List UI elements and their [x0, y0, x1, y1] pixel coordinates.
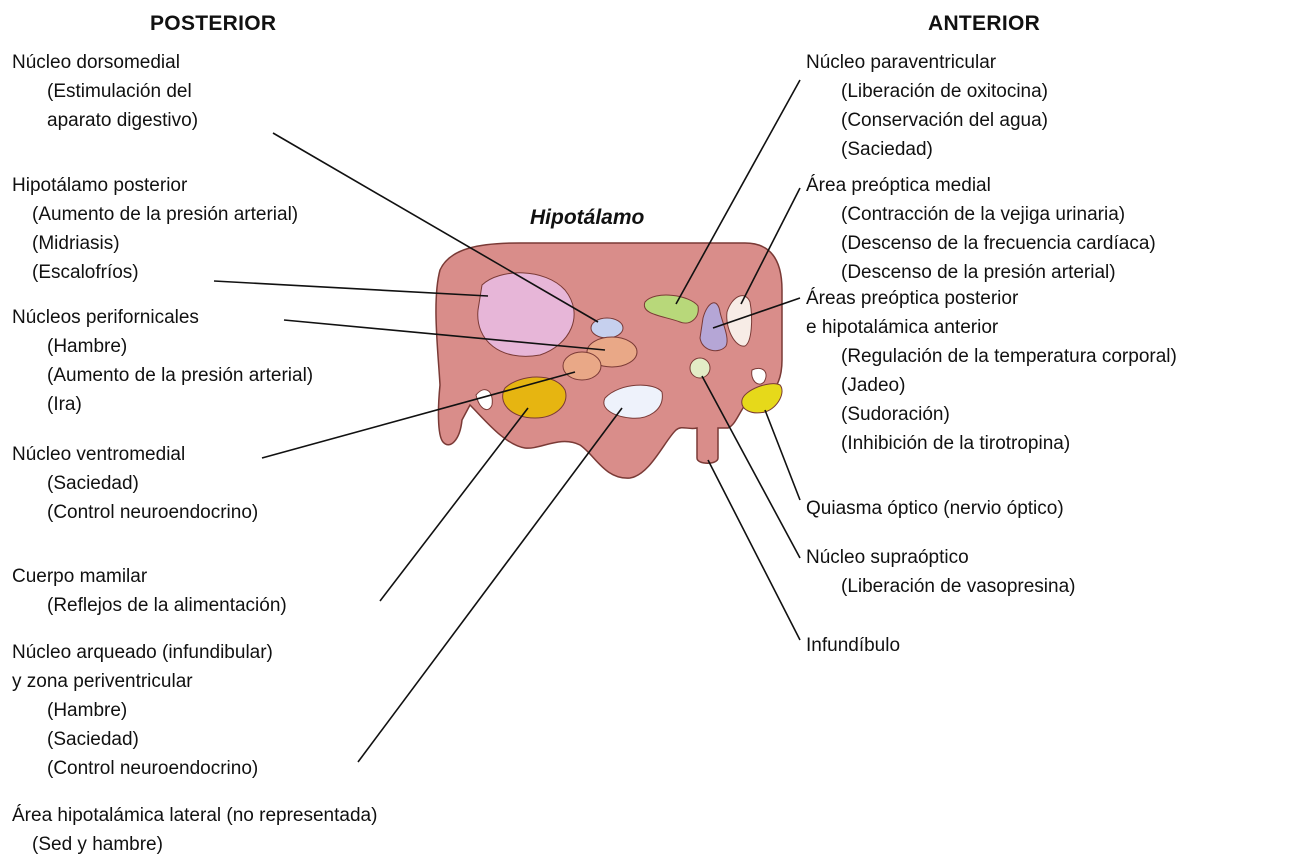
label-line: (Regulación de la temperatura corporal)	[806, 342, 1177, 371]
perifornical-nucleus-lower	[563, 352, 601, 380]
label-title: Núcleo dorsomedial	[12, 48, 198, 77]
label-supraoptic: Núcleo supraóptico (Liberación de vasopr…	[806, 543, 1075, 601]
label-paraventricular: Núcleo paraventricular (Liberación de ox…	[806, 48, 1048, 164]
label-posterior-hypothalamus: Hipotálamo posterior (Aumento de la pres…	[12, 171, 298, 287]
label-lateral-area: Área hipotalámica lateral (no representa…	[12, 801, 377, 859]
label-line: (Jadeo)	[806, 371, 1177, 400]
label-line: (Hambre)	[12, 696, 273, 725]
label-line: (Control neuroendocrino)	[12, 498, 258, 527]
label-infundibulum: Infundíbulo	[806, 631, 900, 660]
label-optic-chiasm: Quiasma óptico (nervio óptico)	[806, 494, 1064, 523]
label-line: (Reflejos de la alimentación)	[12, 591, 287, 620]
label-line: (Saciedad)	[12, 725, 273, 754]
label-line: (Hambre)	[12, 332, 313, 361]
hypothalamus-label: Hipotálamo	[530, 206, 644, 230]
posterior-hypothalamus-nucleus	[478, 273, 574, 356]
label-title: Área preóptica medial	[806, 171, 1156, 200]
label-line: (Aumento de la presión arterial)	[12, 361, 313, 390]
label-line: (Liberación de vasopresina)	[806, 572, 1075, 601]
label-line: (Inhibición de la tirotropina)	[806, 429, 1177, 458]
anterior-heading: ANTERIOR	[928, 12, 1040, 36]
label-title: Núcleo supraóptico	[806, 543, 1075, 572]
posterior-heading: POSTERIOR	[150, 12, 276, 36]
label-posterior-preoptic: Áreas preóptica posterior e hipotalámica…	[806, 284, 1177, 458]
label-line: (Liberación de oxitocina)	[806, 77, 1048, 106]
label-title: Cuerpo mamilar	[12, 562, 287, 591]
leader-optic-chiasm	[765, 410, 800, 500]
label-medial-preoptic: Área preóptica medial (Contracción de la…	[806, 171, 1156, 287]
label-title: Núcleo ventromedial	[12, 440, 258, 469]
label-arcuate: Núcleo arqueado (infundibular) y zona pe…	[12, 638, 273, 783]
label-line: (Escalofríos)	[12, 258, 298, 287]
label-line: (Contracción de la vejiga urinaria)	[806, 200, 1156, 229]
label-line: (Aumento de la presión arterial)	[12, 200, 298, 229]
label-line: (Sudoración)	[806, 400, 1177, 429]
supraoptic-nucleus	[690, 358, 710, 378]
label-title: Núcleo paraventricular	[806, 48, 1048, 77]
label-title-line-2: e hipotalámica anterior	[806, 313, 1177, 342]
label-line: (Descenso de la frecuencia cardíaca)	[806, 229, 1156, 258]
label-line: (Sed y hambre)	[12, 830, 377, 859]
label-title-line-2: y zona periventricular	[12, 667, 273, 696]
label-line: (Descenso de la presión arterial)	[806, 258, 1156, 287]
label-perifornical: Núcleos perifornicales (Hambre) (Aumento…	[12, 303, 313, 419]
label-line: (Control neuroendocrino)	[12, 754, 273, 783]
label-title: Quiasma óptico (nervio óptico)	[806, 494, 1064, 523]
label-line: (Saciedad)	[12, 469, 258, 498]
label-line: (Estimulación del	[12, 77, 198, 106]
label-title: Hipotálamo posterior	[12, 171, 298, 200]
label-title: Núcleo arqueado (infundibular)	[12, 638, 273, 667]
label-mamillary: Cuerpo mamilar (Reflejos de la alimentac…	[12, 562, 287, 620]
label-line: (Midriasis)	[12, 229, 298, 258]
leader-arcuate	[358, 408, 622, 762]
label-line: aparato digestivo)	[12, 106, 198, 135]
label-title: Área hipotalámica lateral (no representa…	[12, 801, 377, 830]
label-ventromedial: Núcleo ventromedial (Saciedad) (Control …	[12, 440, 258, 527]
label-title: Núcleos perifornicales	[12, 303, 313, 332]
label-line: (Conservación del agua)	[806, 106, 1048, 135]
label-line: (Saciedad)	[806, 135, 1048, 164]
label-title: Áreas preóptica posterior	[806, 284, 1177, 313]
label-dorsomedial: Núcleo dorsomedial (Estimulación del apa…	[12, 48, 198, 135]
leader-infundibulum	[708, 460, 800, 640]
label-title: Infundíbulo	[806, 631, 900, 660]
label-line: (Ira)	[12, 390, 313, 419]
